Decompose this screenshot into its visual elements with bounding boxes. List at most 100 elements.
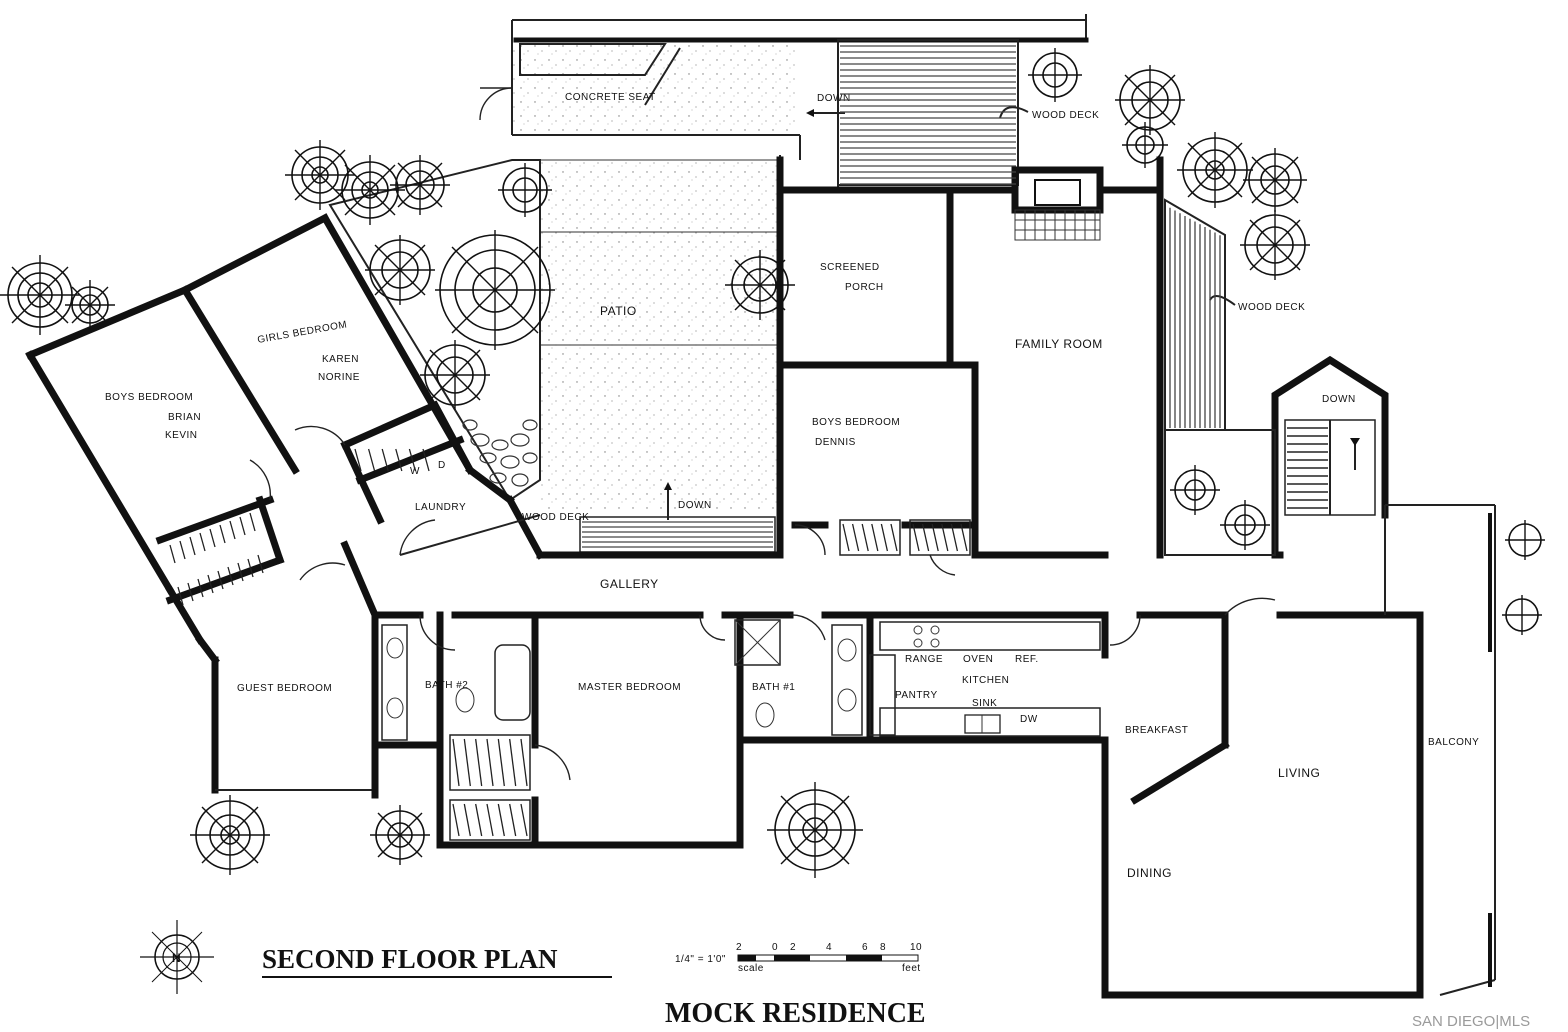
label-laundry: LAUNDRY [415,502,466,513]
label-boys-occupant-1: BRIAN [168,412,201,423]
label-guest-bedroom: GUEST BEDROOM [237,683,332,694]
closet-hanger [921,523,930,552]
tree-11 [1028,48,1082,102]
closet-hanger [247,558,254,578]
label-girls-occupant-1: KAREN [322,354,359,365]
mls-watermark: SAN DIEGO|MLS [1412,1013,1530,1030]
tree-13 [1177,132,1253,208]
right-wood-deck [1164,198,1276,556]
tree-20 [1502,595,1542,635]
closet-hanger [509,738,517,787]
label-down-top: DOWN [817,93,851,104]
tree-3 [285,140,355,210]
label-boys-occupant-2: KEVIN [165,430,198,441]
label-screened-porch-2: PORCH [845,282,884,293]
closet-hanger [509,803,517,837]
label-pantry: PANTRY [895,690,938,701]
room-labels: PATIO SCREENED PORCH FAMILY ROOM GIRLS B… [105,262,1479,880]
closet-hanger [497,738,505,787]
closet-hanger [941,523,949,552]
tree-16 [1122,122,1168,168]
label-bath-2: BATH #2 [425,680,468,691]
tree-12 [1115,65,1185,135]
label-wood-deck-right: WOOD DECK [1238,302,1305,313]
scale-tick-0: 2 [736,942,742,953]
closet-hanger [219,524,226,544]
closet-hanger [486,738,494,787]
tree-18 [1220,500,1270,550]
closet-hanger [950,523,959,552]
label-bath-1: BATH #1 [752,682,795,693]
annotations: CONCRETE SEAT DOWN WOOD DECK WOOD DECK W… [410,92,1355,523]
closet-hanger [463,803,471,837]
closet-hanger [227,566,234,586]
drawing-title: SECOND FLOOR PLAN [262,944,558,974]
closet-hanger [207,574,214,594]
tree-4 [335,155,405,225]
scale-tick-1: 0 [772,942,778,953]
closet-hanger [520,738,528,787]
closet-hanger [842,523,850,552]
label-girls-occupant-2: NORINE [318,372,360,383]
landscape-trees [0,48,1545,878]
closet-hanger [187,582,194,602]
hearth [1014,209,1101,241]
balcony [1384,504,1496,996]
tree-14 [1243,148,1307,212]
closet-hanger [452,803,460,837]
closet-hanger [408,448,417,472]
closet-hanger [177,586,184,606]
closet-hanger [520,803,528,837]
scale-bar: 1/4" = 1'0" 2 0 2 4 6 8 10 scale feet [675,942,922,974]
tree-23 [767,782,863,878]
label-kitchen: KITCHEN [962,675,1009,686]
closet-hanger [179,540,186,560]
tree-6 [435,230,555,350]
closet-hanger [871,523,879,552]
closet-hanger [217,570,224,590]
closet-hanger [197,578,204,598]
tree-2 [65,280,115,330]
scale-tick-3: 4 [826,942,832,953]
closet-hanger [229,520,236,540]
tree-19 [1505,520,1545,560]
closet-hanger [890,523,898,552]
label-patio: PATIO [600,304,637,318]
label-refrigerator: REF. [1015,654,1039,665]
label-dryer: D [438,460,446,471]
closet-hanger [486,803,494,837]
garden-rocks [462,419,538,487]
scale-tick-6: 10 [910,942,922,953]
label-washer: W [410,466,420,477]
compass-rose-icon: N [140,920,214,994]
label-boys-bedroom: BOYS BEDROOM [105,392,193,403]
tree-9 [498,163,552,217]
tree-17 [1170,465,1220,515]
label-down-patio: DOWN [678,500,712,511]
label-oven: OVEN [963,654,993,665]
tree-10 [725,250,795,320]
garden-wedge [328,159,541,502]
label-family-room: FAMILY ROOM [1015,337,1103,351]
drawing-subtitle: MOCK RESIDENCE [665,998,926,1029]
closet-hanger [912,523,920,552]
closet-hanger [199,532,206,552]
stair [1284,419,1376,516]
closet-hanger [960,523,968,552]
label-girls-bedroom: GIRLS BEDROOM [257,319,348,346]
tree-1 [0,255,80,335]
closet-hanger [880,523,889,552]
tree-15 [1240,210,1310,280]
label-dishwasher: DW [1020,714,1038,725]
label-living: LIVING [1278,766,1320,780]
scale-tick-5: 8 [880,942,886,953]
scale-tick-4: 6 [862,942,868,953]
closet-hanger [209,528,216,548]
closet-hanger [452,738,460,787]
closet-hanger [463,738,471,787]
label-dining: DINING [1127,866,1172,880]
closet-hanger [931,523,939,552]
closet-hanger [497,803,505,837]
closet-hanger [381,448,389,472]
